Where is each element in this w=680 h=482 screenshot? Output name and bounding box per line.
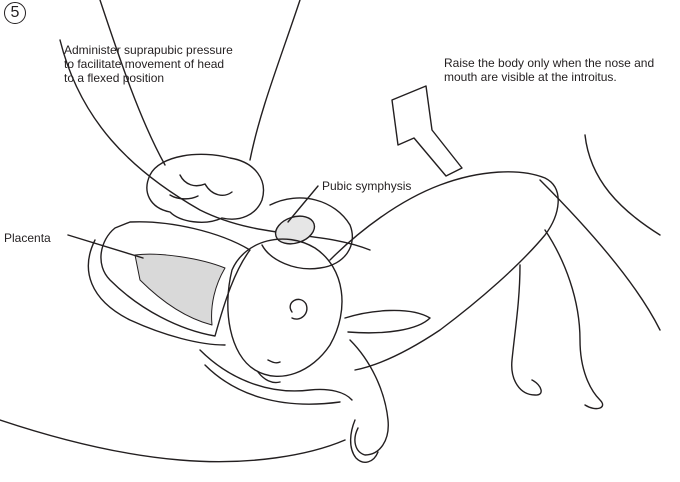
fist-knuckles <box>170 175 232 199</box>
instruction-line: Administer suprapubic pressure <box>64 43 233 57</box>
baby-ear <box>290 299 307 319</box>
step-number-badge: 5 <box>4 2 26 24</box>
lift-direction-arrow <box>392 86 462 176</box>
instruction-line: to a flexed position <box>64 71 233 85</box>
placenta-label: Placenta <box>4 231 51 245</box>
instruction-line: to facilitate movement of head <box>64 57 233 71</box>
perineum-outline <box>200 350 352 400</box>
baby-arm <box>350 340 388 455</box>
maternal-body-outline-right <box>585 135 660 235</box>
baby-leg-lower <box>512 265 541 395</box>
instruction-line: Raise the body only when the nose and <box>444 56 654 70</box>
baby-head <box>228 239 342 376</box>
baby-face <box>258 360 280 383</box>
step-number: 5 <box>11 4 20 21</box>
pubic-symphysis-label: Pubic symphysis <box>322 179 411 193</box>
raise-body-instruction: Raise the body only when the nose and mo… <box>444 56 654 84</box>
baby-leg-upper <box>545 230 603 409</box>
baby-torso <box>330 172 558 370</box>
maternal-body-outline-lower <box>0 420 345 462</box>
placenta-shape <box>135 254 225 325</box>
instruction-line: mouth are visible at the introitus. <box>444 70 654 84</box>
rescuer-thumb <box>345 310 430 332</box>
suprapubic-pressure-instruction: Administer suprapubic pressure to facili… <box>64 43 233 85</box>
pubic-symphysis-shape <box>272 211 318 248</box>
